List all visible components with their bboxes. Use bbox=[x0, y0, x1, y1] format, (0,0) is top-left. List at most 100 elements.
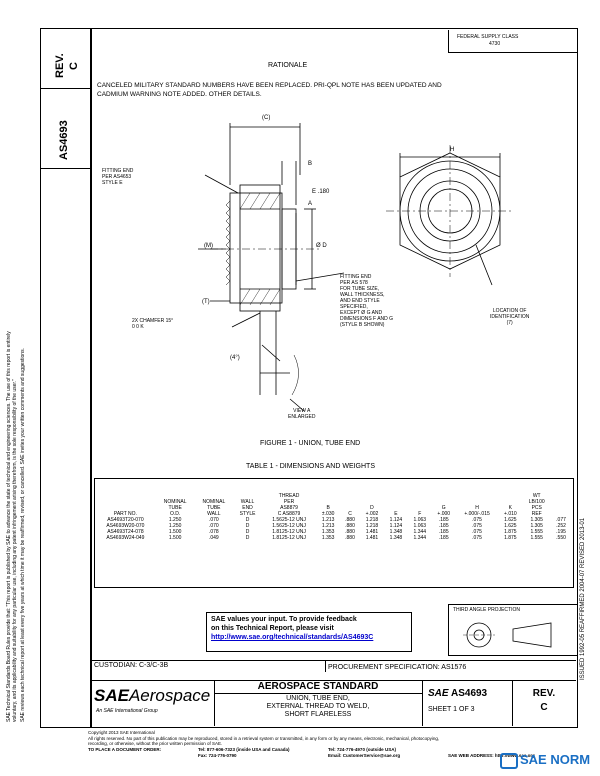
table-cell: 1.124 bbox=[389, 517, 403, 523]
table-cell: 1.348 bbox=[389, 529, 403, 535]
table-cell: 1.124 bbox=[389, 523, 403, 529]
col-header: NOMINAL TUBE O.D. bbox=[163, 499, 187, 517]
col-header: K +.010 bbox=[504, 505, 517, 517]
projection-label: THIRD ANGLE PROJECTION bbox=[453, 607, 520, 613]
table-cell: .049 bbox=[208, 535, 219, 541]
title-rev-value: C bbox=[540, 702, 548, 713]
table-cell: .075 bbox=[472, 535, 482, 541]
figure-caption: FIGURE 1 - UNION, TUBE END bbox=[260, 440, 361, 447]
feedback-link[interactable]: http://www.sae.org/technical/standards/A… bbox=[211, 634, 374, 641]
sheet-number: SHEET 1 OF 3 bbox=[428, 706, 475, 713]
table-cell: D bbox=[245, 523, 250, 529]
table-cell: 1.625 bbox=[504, 523, 517, 529]
left-title-strip bbox=[40, 28, 92, 728]
table-cell: 1.5625-12 UNJ bbox=[272, 523, 306, 529]
table-cell: 1.063 bbox=[413, 517, 427, 523]
table-cell: AS4693W24-049 bbox=[106, 535, 145, 541]
part-title-line3: SHORT FLARELESS bbox=[284, 711, 352, 718]
table-cell: 1.213 bbox=[321, 517, 335, 523]
table-cell: .185 bbox=[438, 523, 449, 529]
table-cell: 1.875 bbox=[504, 535, 517, 541]
table-cell: 1.481 bbox=[365, 529, 379, 535]
label-fitting-end-right: FITTING END PER AS 578 FOR TUBE SIZE, WA… bbox=[340, 274, 394, 328]
watermark-logo-icon bbox=[500, 752, 518, 769]
label-angle: (4°) bbox=[230, 355, 240, 361]
union-drawing: (C) B E .180 A (M) Ø D (T) H (4°) bbox=[198, 115, 514, 412]
table-cell: .070 bbox=[208, 517, 219, 523]
custodian-text: CUSTODIAN: C-3/C-3B bbox=[94, 662, 169, 669]
title-rev-label: REV. bbox=[532, 688, 556, 699]
col-header: THREAD PER AS8879 C AS8879 bbox=[277, 493, 301, 517]
table-cell: AS4693T20-070 bbox=[107, 517, 144, 523]
part-title-line1: UNION, TUBE END, bbox=[286, 695, 350, 702]
table-cell: 1.555 bbox=[530, 535, 543, 541]
table-cell: .195 bbox=[556, 529, 566, 535]
table-cell: 1.555 bbox=[530, 529, 543, 535]
table-cell: 1.353 bbox=[321, 535, 335, 541]
logo-subtitle: An SAE International Group bbox=[96, 708, 158, 714]
table-cell: 1.250 bbox=[168, 523, 182, 529]
col-header: D +.002 bbox=[365, 505, 379, 517]
label-b: B bbox=[308, 161, 312, 167]
table-cell: 1.213 bbox=[321, 523, 335, 529]
left-doc-number: AS4693 bbox=[58, 120, 70, 160]
label-view-a: VIEW A ENLARGED bbox=[288, 408, 316, 420]
feedback-box: SAE values your input. To provide feedba… bbox=[206, 612, 412, 652]
table-cell: D bbox=[245, 529, 250, 535]
table-cell: 1.348 bbox=[389, 535, 403, 541]
left-rev-cell: REV. C bbox=[40, 28, 90, 89]
label-fitting-end-left: FITTING END PER AS4653 STYLE E bbox=[102, 168, 134, 186]
table-cell: 1.063 bbox=[413, 523, 427, 529]
sae-aerospace-logo: SAEAerospace bbox=[94, 686, 211, 705]
table-cell: D bbox=[245, 517, 250, 523]
dimensions-table: PART NO. NOMINAL TUBE O.D. NOMINAL TUBE … bbox=[95, 483, 571, 541]
label-m: (M) bbox=[204, 243, 213, 249]
label-t: (T) bbox=[202, 299, 210, 305]
sae-norm-watermark: SAE NORM bbox=[500, 752, 590, 769]
table-cell: 1.305 bbox=[530, 523, 543, 529]
table-cell: 1.500 bbox=[168, 535, 182, 541]
title-block: SAEAerospace An SAE International Group … bbox=[90, 680, 576, 726]
table-cell: 1.875 bbox=[504, 529, 517, 535]
part-title-line2: EXTERNAL THREAD TO WELD, bbox=[266, 703, 370, 710]
rationale-line1: CANCELED MILITARY STANDARD NUMBERS HAVE … bbox=[97, 82, 442, 89]
table-cell: 1.481 bbox=[365, 535, 379, 541]
table-cell: .880 bbox=[345, 517, 355, 523]
table-cell: .252 bbox=[556, 523, 566, 529]
table-header-row: PART NO. NOMINAL TUBE O.D. NOMINAL TUBE … bbox=[95, 483, 571, 517]
table-title: TABLE 1 - DIMENSIONS AND WEIGHTS bbox=[246, 463, 376, 470]
projection-symbol-icon bbox=[463, 622, 552, 648]
col-header: F bbox=[418, 511, 422, 517]
rationale-line2: CADMIUM WARNING NOTE ADDED. OTHER DETAIL… bbox=[97, 91, 262, 98]
col-header: E bbox=[394, 511, 398, 517]
table-cell: .075 bbox=[472, 529, 482, 535]
dimensions-table-frame: PART NO. NOMINAL TUBE O.D. NOMINAL TUBE … bbox=[94, 478, 574, 588]
doc-number-block: SAE AS4693 bbox=[428, 688, 488, 699]
col-header: H +.000/-.015 bbox=[464, 505, 490, 517]
label-e: E .180 bbox=[312, 189, 330, 195]
copyright-footer: Copyright 2013 SAE International All rig… bbox=[88, 730, 535, 758]
table-cell: .070 bbox=[208, 523, 219, 529]
label-h: H bbox=[450, 147, 454, 153]
table-cell: 1.218 bbox=[365, 517, 379, 523]
table-cell: D bbox=[245, 535, 250, 541]
table-cell: 1.5625-12 UNJ bbox=[272, 517, 306, 523]
table-cell: .880 bbox=[345, 529, 355, 535]
table-cell: 1.344 bbox=[413, 529, 427, 535]
left-docnum-cell: AS4693 bbox=[40, 88, 90, 169]
label-location: LOCATION OF IDENTIFICATION (7) bbox=[490, 308, 530, 326]
col-header: C bbox=[348, 511, 352, 517]
label-a: A bbox=[308, 201, 312, 207]
table-cell: .880 bbox=[345, 523, 355, 529]
feedback-line2: on this Technical Report, please visit bbox=[211, 625, 334, 632]
table-cell: 1.8125-12 UNJ bbox=[272, 535, 306, 541]
table-cell: .880 bbox=[345, 535, 355, 541]
col-header: WALL END STYLE bbox=[239, 499, 256, 517]
col-header: PART NO. bbox=[113, 511, 137, 517]
fsc-stamp: FEDERAL SUPPLY CLASS 4730 bbox=[448, 30, 577, 53]
table-cell: .077 bbox=[556, 517, 566, 523]
